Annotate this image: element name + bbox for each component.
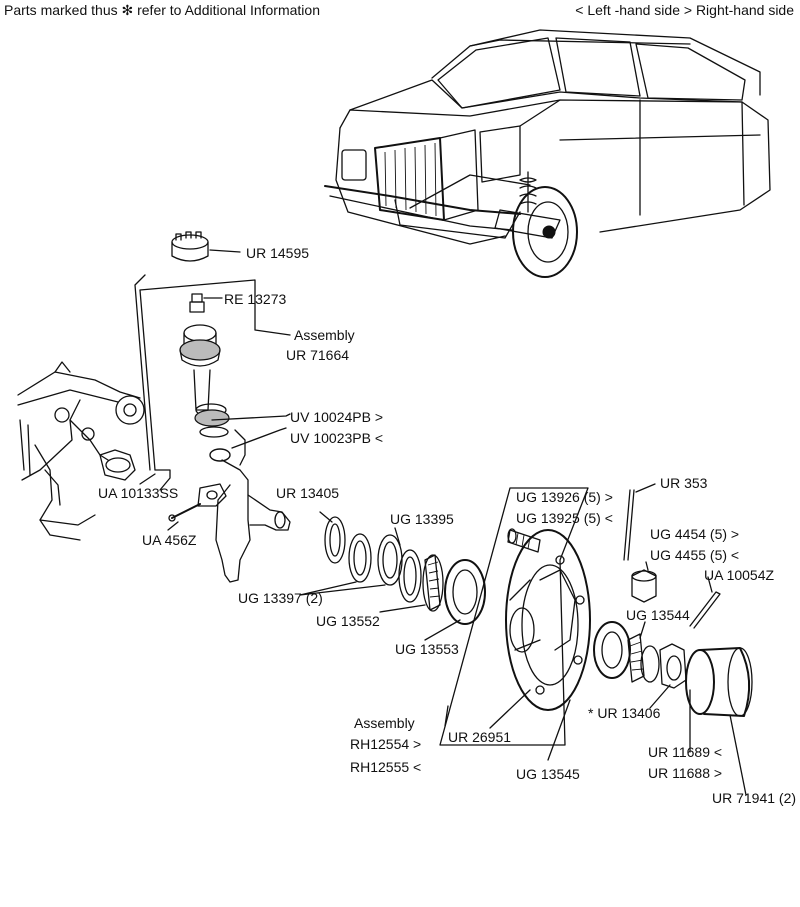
- label-ug13926: UG 13926 (5) >: [516, 489, 613, 505]
- label-ua10054z: UA 10054Z: [704, 567, 774, 583]
- leader-lines: [139, 249, 747, 796]
- label-ur11688: UR 11688 >: [648, 765, 722, 781]
- wheel-nut-ug4454: [631, 569, 657, 603]
- label-uv10024pb: UV 10024PB >: [290, 409, 383, 425]
- side-legend: < Left -hand side > Right-hand side: [575, 2, 794, 18]
- assembly-bracket-left-tail: [154, 469, 171, 491]
- label-ug4455: UG 4455 (5) <: [650, 547, 739, 563]
- label-ug13925: UG 13925 (5) <: [516, 510, 613, 526]
- label-ug13553: UG 13553: [395, 641, 459, 657]
- label-ug13544: UG 13544: [626, 607, 690, 623]
- label-re13273: RE 13273: [224, 291, 286, 307]
- label-ur26951: UR 26951: [448, 729, 511, 745]
- suspension-arm-illustration: [17, 361, 145, 541]
- split-pin-ur353: [623, 489, 635, 561]
- part-labels: UR 14595 RE 13273 Assembly UR 71664 UV 1…: [98, 245, 796, 806]
- label-ua456z: UA 456Z: [142, 532, 197, 548]
- label-rh12555: RH12555 <: [350, 759, 421, 775]
- steering-knuckle: [168, 429, 291, 583]
- label-ug13545: UG 13545: [516, 766, 580, 782]
- hub-assembly-rh12554: [439, 487, 591, 746]
- label-rh12554: RH12554 >: [350, 736, 421, 752]
- additional-info-note: Parts marked thus ✻ refer to Additional …: [4, 2, 320, 18]
- label-assembly-title-2: Assembly: [354, 715, 415, 731]
- label-ur14595: UR 14595: [246, 245, 309, 261]
- label-assembly-title-1: Assembly: [294, 327, 355, 343]
- hub-bearing-parts: [324, 516, 486, 625]
- car-illustration: [324, 29, 771, 278]
- label-ur11689: UR 11689 <: [648, 744, 722, 760]
- ball-joint-stack: [171, 231, 230, 438]
- outer-bearing-and-cap: [593, 621, 753, 717]
- label-ug13395: UG 13395: [390, 511, 454, 527]
- assembly-bracket-ur71664: [134, 274, 291, 471]
- label-ug4454: UG 4454 (5) >: [650, 526, 739, 542]
- label-ug13552: UG 13552: [316, 613, 380, 629]
- label-ur353: UR 353: [660, 475, 708, 491]
- label-ur71941: UR 71941 (2): [712, 790, 796, 806]
- label-uv10023pb: UV 10023PB <: [290, 430, 383, 446]
- label-ur13405: UR 13405: [276, 485, 339, 501]
- label-ur13406: * UR 13406: [588, 705, 661, 721]
- label-ur71664: UR 71664: [286, 347, 349, 363]
- split-pin-ua10054z: [689, 591, 721, 629]
- label-ua10133ss: UA 10133SS: [98, 485, 178, 501]
- label-ug13397: UG 13397 (2): [238, 590, 323, 606]
